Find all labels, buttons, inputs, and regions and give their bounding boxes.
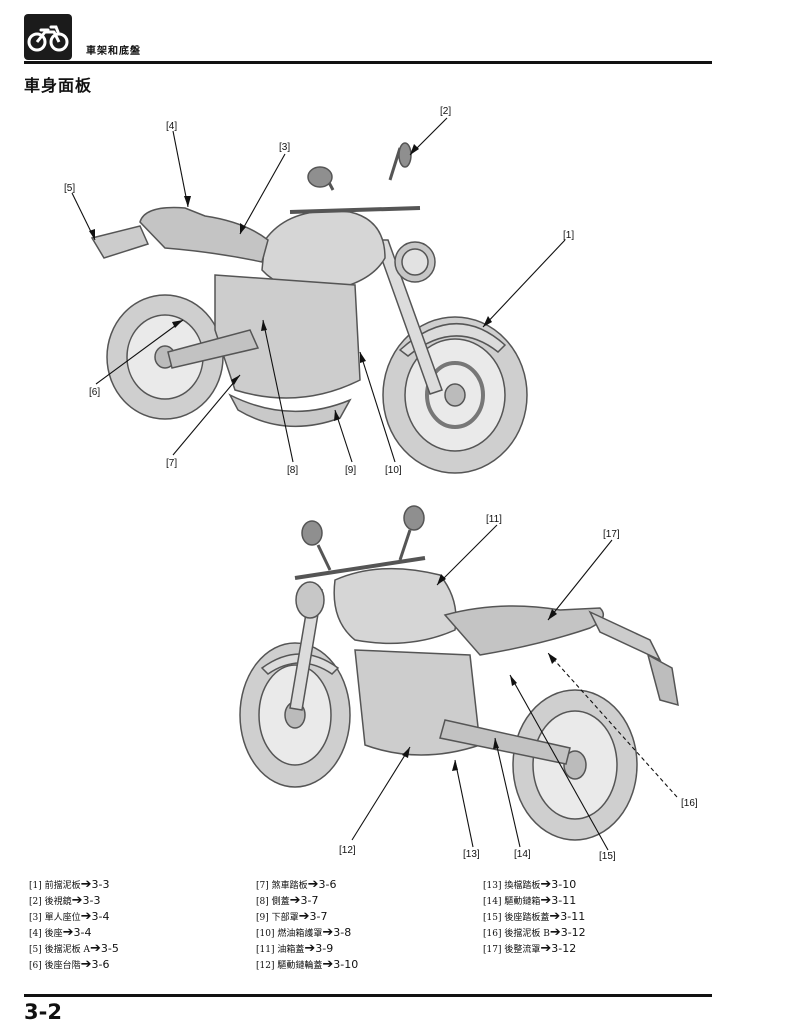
section-title: 車架和底盤 bbox=[86, 46, 141, 57]
legend-item: [17] 後整流罩➔3-12 bbox=[483, 941, 577, 956]
legend-item: [16] 後擋泥板 B➔3-12 bbox=[483, 925, 586, 940]
arrow-right-icon: ➔ bbox=[540, 877, 552, 892]
arrow-right-icon: ➔ bbox=[322, 925, 334, 940]
legend-item: [15] 後座踏板蓋➔3-11 bbox=[483, 909, 586, 924]
header-rule bbox=[24, 61, 712, 64]
arrow-right-icon: ➔ bbox=[298, 909, 310, 924]
arrow-right-icon: ➔ bbox=[62, 925, 74, 940]
callout-3: [3] bbox=[279, 142, 290, 153]
page-number: 3-2 bbox=[24, 1000, 62, 1024]
legend-item: [10] 燃油箱護罩➔3-8 bbox=[256, 925, 352, 940]
legend-item: [3] 單人座位➔3-4 bbox=[29, 909, 110, 924]
page-reference[interactable]: 3-7 bbox=[309, 910, 328, 923]
callout-15: [15] bbox=[599, 851, 616, 862]
page-reference[interactable]: 3-3 bbox=[82, 894, 101, 907]
arrow-right-icon: ➔ bbox=[304, 941, 316, 956]
callout-16: [16] bbox=[681, 798, 698, 809]
motorcycle-illustration-left-side: [11] [17] [12] [13] [14] [15] [16] bbox=[239, 505, 698, 862]
page-reference[interactable]: 3-9 bbox=[315, 942, 334, 955]
legend-column-3: [13] 換檔踏板➔3-10 [14] 驅動鏈箱➔3-11 [15] 後座踏板蓋… bbox=[483, 877, 586, 957]
page-reference[interactable]: 3-10 bbox=[551, 878, 577, 891]
page-reference[interactable]: 3-11 bbox=[560, 910, 586, 923]
page-reference[interactable]: 3-6 bbox=[318, 878, 337, 891]
callout-2: [2] bbox=[440, 106, 451, 117]
legend-item: [12] 驅動鏈輪蓋➔3-10 bbox=[256, 957, 359, 972]
arrow-right-icon: ➔ bbox=[80, 909, 92, 924]
callout-10: [10] bbox=[385, 465, 402, 476]
callout-6: [6] bbox=[89, 387, 100, 398]
legend-item: [6] 後座台階➔3-6 bbox=[29, 957, 110, 972]
page-reference[interactable]: 3-10 bbox=[333, 958, 359, 971]
legend-item: [14] 驅動鏈箱➔3-11 bbox=[483, 893, 577, 908]
arrow-right-icon: ➔ bbox=[307, 877, 319, 892]
arrow-right-icon: ➔ bbox=[289, 893, 301, 908]
page-title: 車身面板 bbox=[24, 76, 93, 95]
page-reference[interactable]: 3-12 bbox=[560, 926, 586, 939]
callout-8: [8] bbox=[287, 465, 298, 476]
arrow-right-icon: ➔ bbox=[540, 941, 552, 956]
page-reference[interactable]: 3-7 bbox=[300, 894, 319, 907]
legend-item: [1] 前擋泥板➔3-3 bbox=[29, 877, 110, 892]
callout-12: [12] bbox=[339, 845, 356, 856]
legend-column-2: [7] 煞車踏板➔3-6 [8] 側蓋➔3-7 [9] 下部罩➔3-7 [10]… bbox=[256, 877, 358, 973]
arrow-right-icon: ➔ bbox=[89, 941, 101, 956]
page-reference[interactable]: 3-11 bbox=[551, 894, 577, 907]
arrow-right-icon: ➔ bbox=[80, 957, 92, 972]
legend-item: [8] 側蓋➔3-7 bbox=[256, 893, 319, 908]
callout-17: [17] bbox=[603, 529, 620, 540]
legend-item: [2] 後視鏡➔3-3 bbox=[29, 893, 101, 908]
page-reference[interactable]: 3-4 bbox=[91, 910, 110, 923]
legend-item: [11] 油箱蓋➔3-9 bbox=[256, 941, 334, 956]
motorcycle-icon bbox=[24, 14, 72, 60]
callout-1: [1] bbox=[563, 230, 574, 241]
page-reference[interactable]: 3-8 bbox=[333, 926, 352, 939]
callout-11: [11] bbox=[486, 514, 502, 525]
callout-7: [7] bbox=[166, 458, 177, 469]
page-reference[interactable]: 3-6 bbox=[91, 958, 110, 971]
legend-item: [5] 後擋泥板 A➔3-5 bbox=[29, 941, 119, 956]
callout-5: [5] bbox=[64, 183, 75, 194]
arrow-right-icon: ➔ bbox=[80, 877, 92, 892]
legend-item: [7] 煞車踏板➔3-6 bbox=[256, 877, 337, 892]
page-reference[interactable]: 3-12 bbox=[551, 942, 577, 955]
legend-item: [9] 下部罩➔3-7 bbox=[256, 909, 328, 924]
arrow-right-icon: ➔ bbox=[322, 957, 334, 972]
page-reference[interactable]: 3-4 bbox=[73, 926, 92, 939]
callout-4: [4] bbox=[166, 121, 177, 132]
legend-item: [4] 後座➔3-4 bbox=[29, 925, 92, 940]
page-reference[interactable]: 3-3 bbox=[91, 878, 110, 891]
page-reference[interactable]: 3-5 bbox=[100, 942, 119, 955]
legend-column-1: [1] 前擋泥板➔3-3 [2] 後視鏡➔3-3 [3] 單人座位➔3-4 [4… bbox=[29, 877, 119, 973]
arrow-right-icon: ➔ bbox=[549, 925, 561, 940]
arrow-right-icon: ➔ bbox=[540, 893, 552, 908]
callout-14: [14] bbox=[514, 849, 531, 860]
footer-rule bbox=[24, 994, 712, 997]
motorcycle-illustration-right-side: [1] [2] [3] [4] [5] [6] [7] [8] [9] [10] bbox=[64, 106, 574, 476]
arrow-right-icon: ➔ bbox=[549, 909, 561, 924]
legend-item: [13] 換檔踏板➔3-10 bbox=[483, 877, 577, 892]
callout-9: [9] bbox=[345, 465, 356, 476]
arrow-right-icon: ➔ bbox=[71, 893, 83, 908]
callout-13: [13] bbox=[463, 849, 480, 860]
